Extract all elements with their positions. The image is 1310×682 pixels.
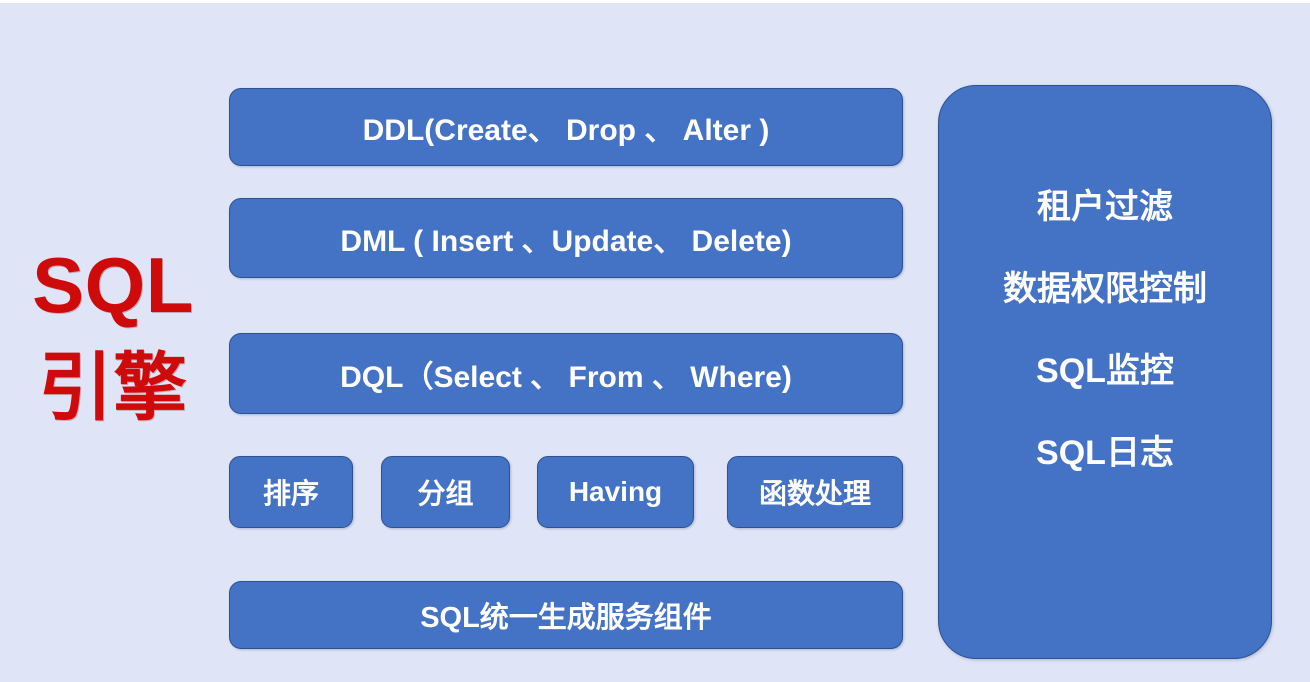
ddl-box[interactable]: DDL(Create、 Drop 、 Alter ) [229,88,903,166]
sql-generation-service-label: SQL统一生成服务组件 [420,602,712,634]
sql-engine-title: SQL 引擎 [8,241,218,429]
sql-generation-service-box[interactable]: SQL统一生成服务组件 [229,581,903,649]
ddl-box-label: DDL(Create、 Drop 、 Alter ) [362,114,770,147]
dql-box[interactable]: DQL（Select 、 From 、 Where) [229,333,903,414]
chip-sort[interactable]: 排序 [229,456,353,528]
sql-engine-title-line1: SQL [32,241,194,329]
chip-function-processing-label: 函数处理 [758,478,871,509]
dql-box-label: DQL（Select 、 From 、 Where) [340,360,792,394]
canvas-top-edge [0,0,1310,3]
sql-engine-title-line2: 引擎 [38,345,188,429]
capability-item-sql-monitoring: SQL监控 [1036,352,1174,390]
dml-box[interactable]: DML ( Insert 、Update、 Delete) [229,198,903,278]
capability-item-data-permission-control: 数据权限控制 [1003,270,1207,308]
chip-group[interactable]: 分组 [381,456,510,528]
chip-having-label: Having [568,476,663,507]
dml-box-label: DML ( Insert 、Update、 Delete) [340,225,792,258]
chip-having[interactable]: Having [537,456,694,528]
capability-panel[interactable]: 租户过滤 数据权限控制 SQL监控 SQL日志 [938,85,1272,659]
chip-function-processing[interactable]: 函数处理 [727,456,903,528]
chip-group-label: 分组 [417,478,474,509]
capability-item-tenant-filter: 租户过滤 [1037,188,1173,226]
chip-sort-label: 排序 [262,478,319,509]
capability-item-sql-log: SQL日志 [1036,434,1174,472]
